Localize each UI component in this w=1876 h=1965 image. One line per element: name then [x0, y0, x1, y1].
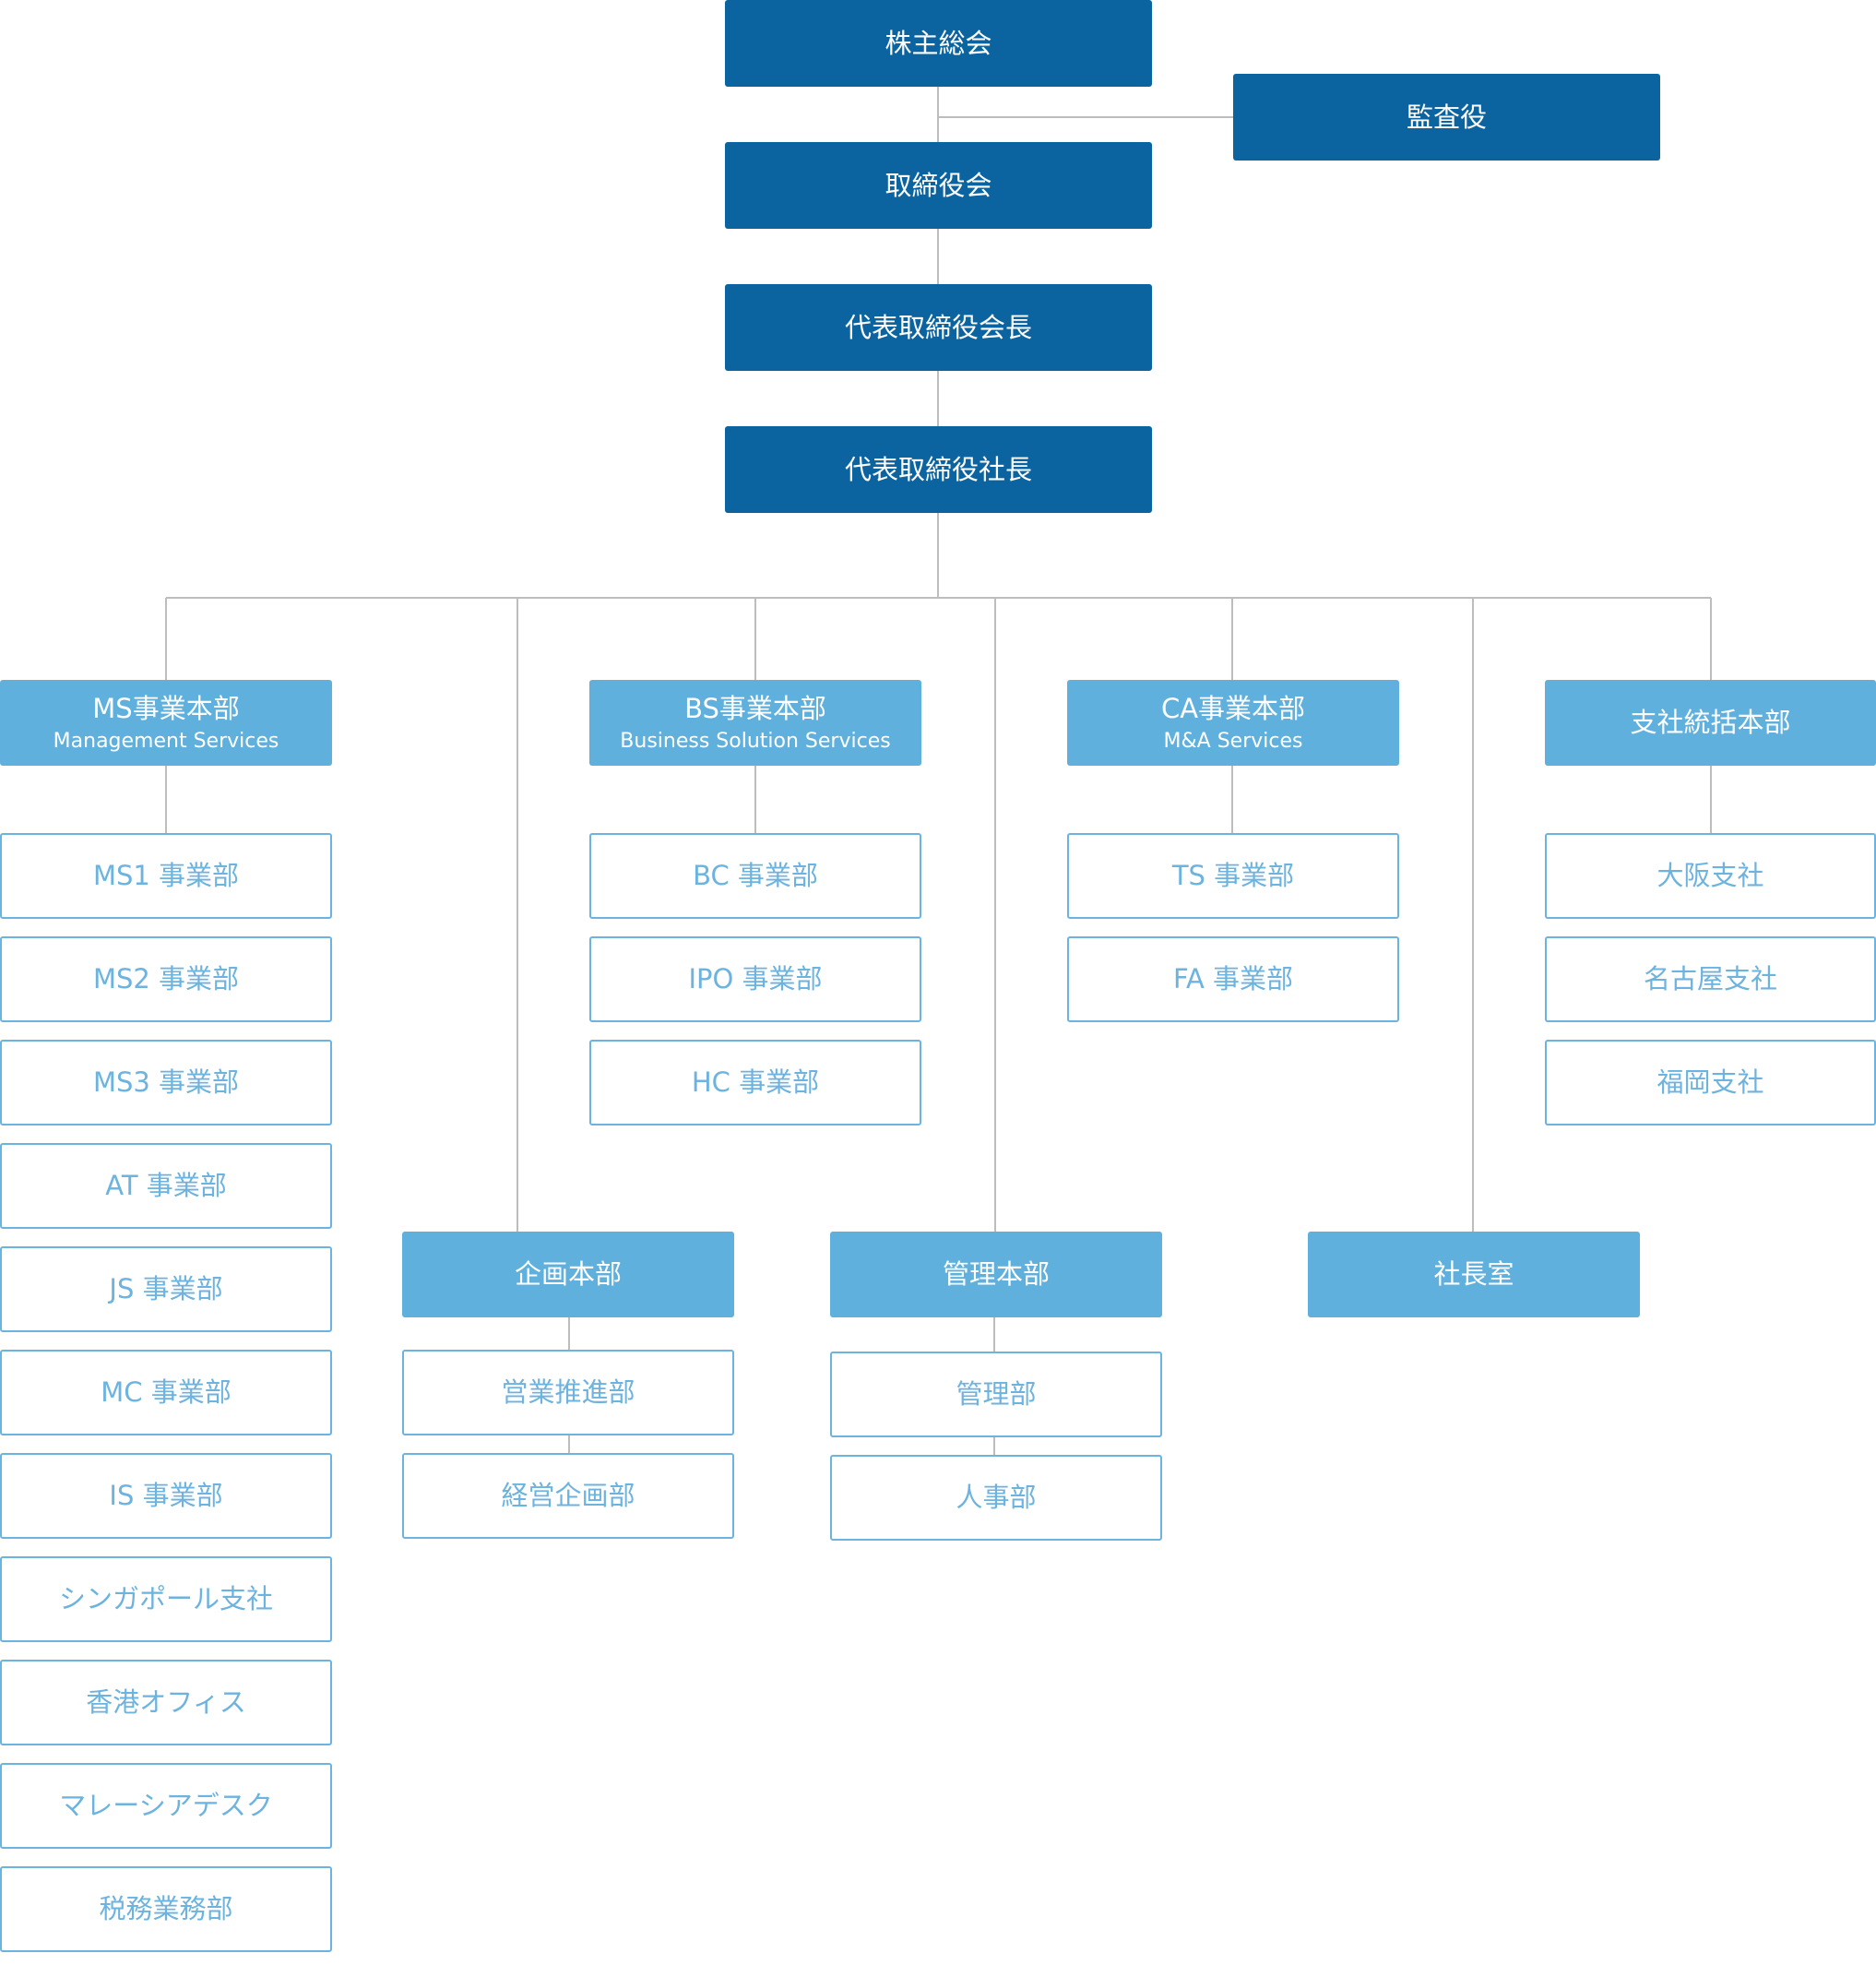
branch-unit-label: 名古屋支社 [1643, 963, 1777, 995]
planning-division-box: 企画本部 [402, 1232, 734, 1317]
bs-division-title: BS事業本部 [684, 692, 826, 724]
chairman-label: 代表取締役会長 [844, 311, 1032, 343]
bs-division-subtitle: Business Solution Services [620, 729, 891, 753]
ms-unit-11: 税務業務部 [0, 1866, 332, 1952]
admin-unit-1: 管理部 [830, 1352, 1162, 1437]
ca-unit-2: FA 事業部 [1067, 936, 1399, 1022]
planning-division-title: 企画本部 [514, 1258, 622, 1291]
bs-division-box: BS事業本部 Business Solution Services [589, 680, 921, 766]
bs-unit-2: IPO 事業部 [589, 936, 921, 1022]
ms-unit-label: JS 事業部 [109, 1273, 223, 1305]
presidents-office-box: 社長室 [1308, 1232, 1640, 1317]
ms-unit-5: JS 事業部 [0, 1246, 332, 1332]
ms-unit-label: MS2 事業部 [92, 963, 240, 995]
admin-division-box: 管理本部 [830, 1232, 1162, 1317]
ms-unit-label: IS 事業部 [109, 1480, 223, 1512]
chairman-box: 代表取締役会長 [725, 284, 1152, 371]
ms-unit-7: IS 事業部 [0, 1453, 332, 1539]
board-label: 取締役会 [885, 169, 992, 201]
ms-unit-9: 香港オフィス [0, 1660, 332, 1745]
auditor-label: 監査役 [1406, 101, 1487, 133]
ms-unit-10: マレーシアデスク [0, 1763, 332, 1849]
branch-unit-label: 大阪支社 [1656, 860, 1764, 892]
branch-unit-1: 大阪支社 [1545, 833, 1876, 919]
planning-unit-label: 営業推進部 [501, 1376, 635, 1409]
planning-unit-1: 営業推進部 [402, 1350, 734, 1435]
ca-unit-label: TS 事業部 [1171, 860, 1295, 892]
president-label: 代表取締役社長 [844, 453, 1032, 485]
planning-unit-2: 経営企画部 [402, 1453, 734, 1539]
branch-unit-2: 名古屋支社 [1545, 936, 1876, 1022]
ms-unit-label: MS3 事業部 [92, 1066, 240, 1099]
ms-unit-1: MS1 事業部 [0, 833, 332, 919]
ms-division-title: MS事業本部 [92, 692, 240, 724]
planning-unit-label: 経営企画部 [501, 1480, 635, 1512]
ms-unit-2: MS2 事業部 [0, 936, 332, 1022]
ms-unit-label: MS1 事業部 [92, 860, 240, 892]
shareholders-meeting-box: 株主総会 [725, 0, 1152, 87]
ca-unit-label: FA 事業部 [1172, 963, 1294, 995]
ms-unit-3: MS3 事業部 [0, 1040, 332, 1125]
ms-unit-label: 税務業務部 [99, 1893, 233, 1925]
president-box: 代表取締役社長 [725, 426, 1152, 513]
branch-division-title: 支社統括本部 [1630, 707, 1791, 739]
bs-unit-1: BC 事業部 [589, 833, 921, 919]
ms-unit-label: MC 事業部 [101, 1376, 232, 1409]
bs-unit-label: IPO 事業部 [688, 963, 823, 995]
bs-unit-3: HC 事業部 [589, 1040, 921, 1125]
admin-unit-label: 人事部 [956, 1482, 1037, 1514]
branch-division-box: 支社統括本部 [1545, 680, 1876, 766]
auditor-box: 監査役 [1233, 74, 1660, 161]
ca-division-box: CA事業本部 M&A Services [1067, 680, 1399, 766]
branch-unit-3: 福岡支社 [1545, 1040, 1876, 1125]
ms-division-box: MS事業本部 Management Services [0, 680, 332, 766]
admin-unit-label: 管理部 [956, 1378, 1037, 1411]
ms-unit-6: MC 事業部 [0, 1350, 332, 1435]
ca-division-subtitle: M&A Services [1163, 729, 1303, 753]
ms-unit-label: シンガポール支社 [58, 1583, 273, 1615]
ms-unit-label: 香港オフィス [86, 1686, 246, 1719]
branch-unit-label: 福岡支社 [1656, 1066, 1764, 1099]
admin-unit-2: 人事部 [830, 1455, 1162, 1541]
ca-division-title: CA事業本部 [1160, 692, 1306, 724]
ms-unit-4: AT 事業部 [0, 1143, 332, 1229]
ca-unit-1: TS 事業部 [1067, 833, 1399, 919]
presidents-office-title: 社長室 [1433, 1258, 1514, 1291]
ms-unit-label: マレーシアデスク [59, 1790, 273, 1822]
bs-unit-label: BC 事業部 [693, 860, 818, 892]
ms-unit-label: AT 事業部 [105, 1170, 227, 1202]
board-of-directors-box: 取締役会 [725, 142, 1152, 229]
bs-unit-label: HC 事業部 [691, 1066, 820, 1099]
shareholders-meeting-label: 株主総会 [885, 27, 992, 59]
ms-unit-8: シンガポール支社 [0, 1556, 332, 1642]
admin-division-title: 管理本部 [942, 1258, 1050, 1291]
ms-division-subtitle: Management Services [53, 729, 279, 753]
